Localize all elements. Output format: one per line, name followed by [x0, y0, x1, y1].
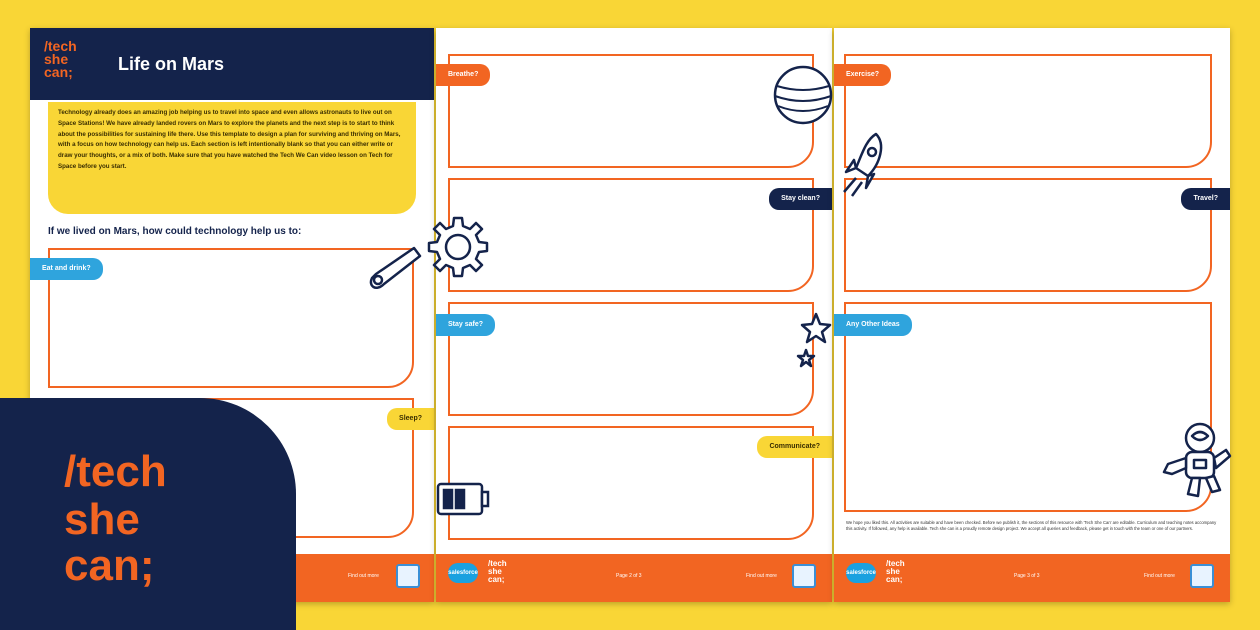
page-footer: salesforce /tech she can; Page 2 of 3 Fi…	[436, 554, 832, 602]
salesforce-logo: salesforce	[448, 563, 478, 583]
footer-logo: /tech she can;	[886, 559, 905, 584]
footer-badge-icon	[1190, 564, 1214, 588]
answer-box-stay-clean[interactable]	[448, 178, 814, 292]
footer-logo: /tech she can;	[488, 559, 507, 584]
tag-other-ideas: Any Other Ideas	[834, 314, 912, 336]
gear-icon	[427, 216, 489, 278]
tag-sleep: Sleep?	[387, 408, 434, 430]
footer-badge-icon	[396, 564, 420, 588]
page-footer: salesforce /tech she can; Page 3 of 3 Fi…	[834, 554, 1230, 602]
footer-text: Find out more	[1144, 573, 1175, 579]
answer-box-travel[interactable]	[844, 178, 1212, 292]
wrench-icon	[369, 246, 422, 289]
footer-badge-icon	[792, 564, 816, 588]
footer-page-number: Page 3 of 3	[1014, 573, 1040, 579]
page-title: Life on Mars	[118, 54, 225, 74]
tag-stay-safe: Stay safe?	[436, 314, 496, 336]
answer-box-breathe[interactable]	[448, 54, 814, 168]
header-logo: /tech she can;	[44, 38, 77, 80]
planet-icon	[773, 65, 833, 125]
worksheet-page-2: Breathe? Stay clean? Stay safe? Communic…	[436, 28, 832, 602]
tag-communicate: Communicate?	[757, 436, 832, 458]
tag-stay-clean: Stay clean?	[769, 188, 832, 210]
footer-page-number: Page 2 of 3	[616, 573, 642, 579]
answer-box-eat[interactable]	[48, 248, 414, 388]
worksheet-page-3: Exercise? Travel? Any Other Ideas We hop…	[834, 28, 1230, 602]
brand-line-2: she	[64, 495, 140, 544]
salesforce-logo: salesforce	[846, 563, 876, 583]
answer-box-other-ideas[interactable]	[844, 302, 1212, 512]
battery-icon	[436, 482, 490, 516]
tag-exercise: Exercise?	[834, 64, 892, 86]
answer-box-exercise[interactable]	[844, 54, 1212, 168]
wrench-gear-icon	[369, 216, 489, 289]
brand-card: /tech she can;	[0, 398, 296, 630]
footer-text: Find out more	[746, 573, 777, 579]
tag-breathe: Breathe?	[436, 64, 491, 86]
small-print: We hope you liked this. All activities a…	[846, 520, 1217, 531]
tag-eat-and-drink: Eat and drink?	[30, 258, 103, 280]
page-header: /tech she can; Life on Mars	[30, 28, 434, 100]
rocket-icon	[843, 132, 883, 197]
question-text: If we lived on Mars, how could technolog…	[48, 226, 302, 237]
answer-box-stay-safe[interactable]	[448, 302, 814, 416]
astronaut-icon	[1162, 422, 1232, 498]
tag-travel: Travel?	[1181, 188, 1230, 210]
footer-text: Find out more	[348, 573, 379, 579]
intro-text: Technology already does an amazing job h…	[48, 102, 416, 214]
star-icon	[796, 312, 832, 368]
brand-line-3: can;	[64, 541, 155, 590]
brand-line-1: /tech	[64, 447, 167, 496]
